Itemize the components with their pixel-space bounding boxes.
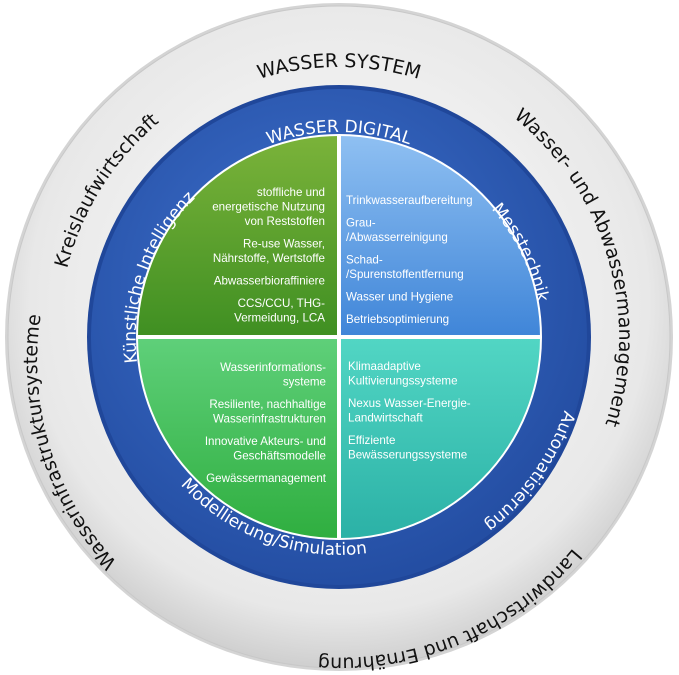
quadrant-top-right <box>339 135 541 337</box>
quadrant-item: Nexus Wasser-Energie- Landwirtschaft <box>348 397 471 425</box>
inner-disc <box>136 134 542 540</box>
quadrant-item-line: Wasserinfrastrukturen <box>213 413 326 426</box>
quadrant-top-left <box>137 135 339 337</box>
quadrant-item-line: Betriebsoptimierung <box>346 313 449 326</box>
quadrant-item: Wasserinformations-systeme <box>220 361 326 389</box>
quadrant-item-line: /Spurenstoffentfernung <box>346 268 464 281</box>
quadrant-item-line: Schad- <box>346 254 383 267</box>
quadrant-item-line: Re-use Wasser, <box>243 238 325 251</box>
quadrant-item: Schad-/Spurenstoffentfernung <box>346 254 464 282</box>
quadrant-top-right-items: TrinkwasseraufbereitungGrau-/Abwasserrei… <box>346 194 473 326</box>
quadrant-item: Gewässermanagement <box>206 472 327 485</box>
quadrant-bottom-left <box>137 337 339 539</box>
quadrant-item-line: /Abwasserreinigung <box>346 231 448 244</box>
quadrant-item: Betriebsoptimierung <box>346 313 449 326</box>
quadrant-item-line: Kultivierungssysteme <box>348 375 458 388</box>
quadrant-item-line: von Reststoffen <box>245 215 325 228</box>
quadrant-item-line: Wasserinformations- <box>220 361 326 374</box>
quadrant-item-line: Landwirtschaft <box>348 412 424 425</box>
quadrant-item-line: Effiziente <box>348 434 395 447</box>
quadrant-bottom-right <box>339 337 541 539</box>
quadrant-item-line: Innovative Akteurs- und <box>205 435 326 448</box>
quadrant-item: Wasser und Hygiene <box>346 291 453 304</box>
quadrant-item-line: Resiliente, nachhaltige <box>209 398 326 411</box>
quadrant-item: Abwasserbioraffiniere <box>214 275 325 288</box>
quadrant-item-line: Grau- <box>346 217 376 230</box>
quadrant-item-line: Klimaadaptive <box>348 360 421 373</box>
quadrant-item: Grau-/Abwasserreinigung <box>346 217 448 245</box>
quadrant-item-line: Gewässermanagement <box>206 472 327 485</box>
quadrant-item: CCS/CCU, THG- Vermeidung, LCA <box>234 297 325 325</box>
quadrant-item-line: Bewässerungssysteme <box>348 449 467 462</box>
quadrant-item-line: Abwasserbioraffiniere <box>214 275 325 288</box>
quadrant-item-line: Vermeidung, LCA <box>234 312 325 325</box>
quadrant-item-line: energetische Nutzung <box>212 201 325 214</box>
quadrant-item: Re-use Wasser,Nährstoffe, Wertstoffe <box>213 238 325 266</box>
quadrant-item-line: systeme <box>283 376 326 389</box>
quadrant-item-line: CCS/CCU, THG- <box>238 297 326 310</box>
quadrant-item-line: Nährstoffe, Wertstoffe <box>213 252 325 265</box>
quadrant-item-line: Wasser und Hygiene <box>346 291 453 304</box>
quadrant-item-line: Trinkwasseraufbereitung <box>346 194 473 207</box>
quadrant-item-line: Nexus Wasser-Energie- <box>348 397 471 410</box>
quadrant-item-line: Geschäftsmodelle <box>233 450 326 463</box>
quadrant-item-line: stoffliche und <box>257 186 325 199</box>
quadrant-item: Trinkwasseraufbereitung <box>346 194 473 207</box>
